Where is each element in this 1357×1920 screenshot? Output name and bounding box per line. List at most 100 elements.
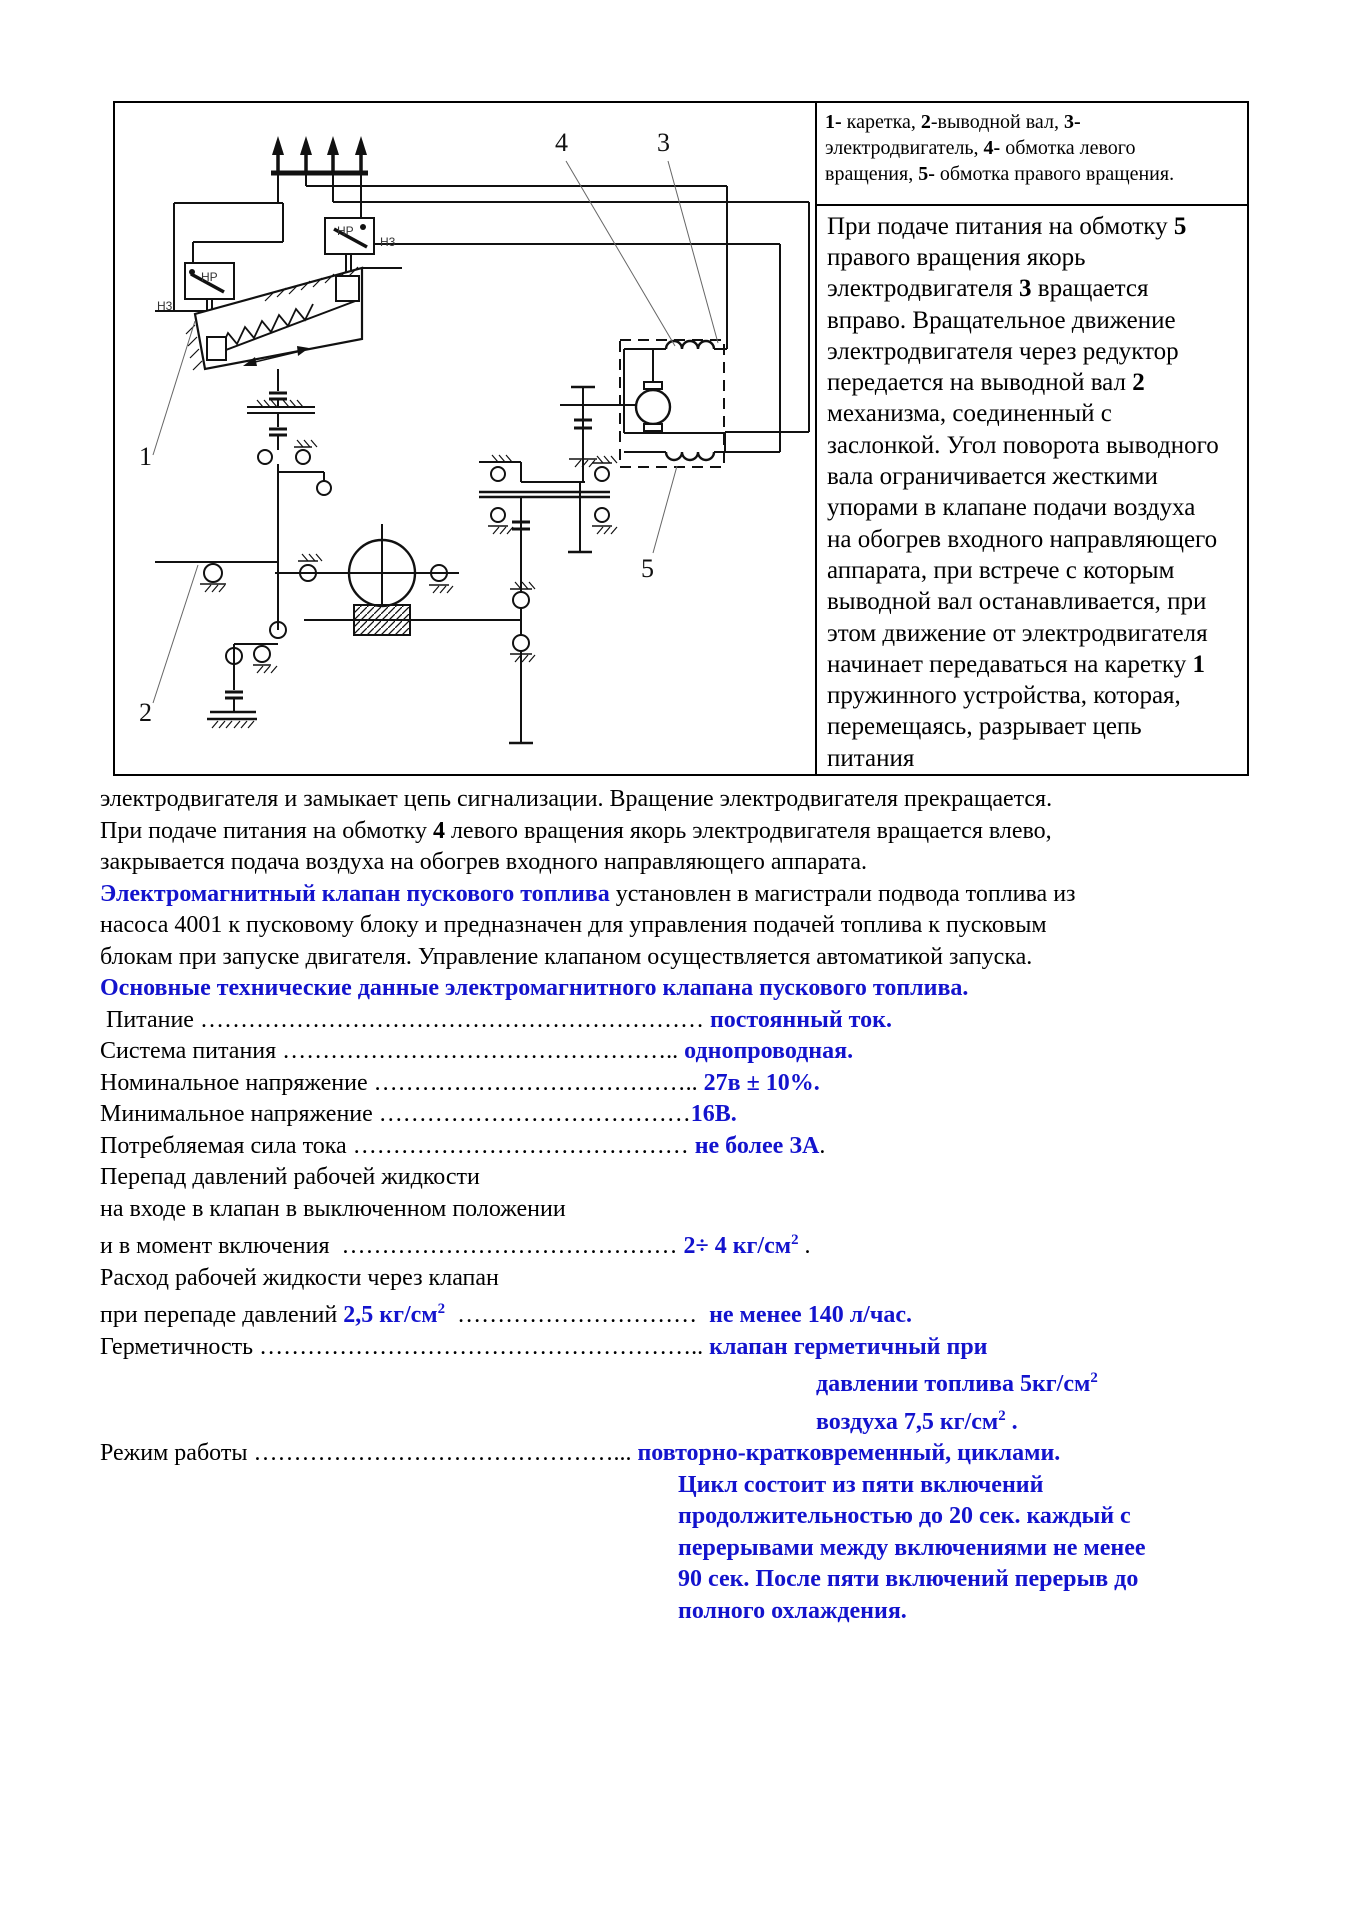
spec-line: Номинальное напряжение ………………………………….. 2… [100,1068,1310,1100]
callout-5: 5 [641,554,654,583]
callout-3: 3 [657,128,670,157]
text-run: не менее 140 л/час. [709,1302,913,1328]
text-run: вращается вправо. Вращательное движение … [827,275,1179,397]
figure-description: При подаче питания на обмотку 5 правого … [817,206,1247,774]
text-run: 27в ± 10%. [703,1069,820,1096]
spec-line: Перепад давлений рабочей жидкости [100,1162,1310,1194]
text-run: 4- [983,137,1001,159]
spec-line: Цикл состоит из пяти включений [100,1470,1310,1502]
text-run: 2 [998,1407,1006,1424]
text-run: повторно-кратковременный, циклами. [637,1440,1061,1466]
callout-1: 1 [139,442,152,471]
text-run: перерывами между включениями не менее [678,1534,1146,1561]
text-run: 1 [1192,650,1205,678]
text-run: 2 [791,1232,799,1248]
spec-line: давлении топлива 5кг/см2 [100,1363,1310,1401]
text-run: 3- [1063,111,1081,133]
text-run: при перепаде давлений [100,1302,344,1328]
callout-2: 2 [139,698,152,727]
text-run: полного охлаждения. [678,1597,907,1624]
spec-line: 90 сек. После пяти включений перерыв до [100,1564,1310,1596]
text-run: пружинного устройства, которая, перемеща… [827,682,1181,772]
text-run: не более ЗА [694,1132,820,1159]
text-run: однопроводная. [684,1038,854,1064]
text-run: на входе в клапан в выключенном положени… [100,1195,566,1222]
switch-label-hz-lower: Н3 [157,299,173,313]
body-text: электродвигателя и замыкает цепь сигнали… [100,784,1310,1627]
spring-carriage [185,266,402,371]
text-run: электродвигатель, [825,137,979,159]
text-run: 90 сек. После пяти включений перерыв до [678,1566,1139,1592]
spec-list: Питание ……………………………………………………… постоянный… [100,1005,1310,1628]
text-run: Цикл состоит из пяти включений [678,1471,1044,1498]
text-run: каретка, [841,111,921,133]
text-run: 2 [1090,1370,1098,1386]
wiring-lines [155,153,810,452]
text-run: Система питания ………………………………………….. [100,1038,685,1064]
text-run: давлении топлива 5кг/см [816,1371,1091,1397]
text-run: и в момент включения …………………………………… [100,1233,684,1259]
text-run: 3 [1019,275,1032,303]
text-run: Электромагнитный клапан пускового топлив… [100,880,610,907]
text-run: 2 [1132,369,1145,397]
switch-label-hz-upper: Н3 [380,235,396,249]
text-run: правого вращения якорь электродвигателя [827,243,1086,303]
switch-label-hp-lower: НР [201,270,218,284]
paragraph-rotation: электродвигателя и замыкает цепь сигнали… [100,784,1310,879]
text-run: левого вращения якорь электродвигателя в… [100,817,1052,876]
text-run: обмотка правого вращения. [934,163,1175,185]
spec-line: Минимальное напряжение …………………………………16В. [100,1099,1310,1131]
mechanism-diagram: НР Н3 НР Н3 [115,103,815,774]
text-run: 4 [432,817,445,844]
text-run: . [798,1233,811,1259]
right-shaft [509,496,536,745]
figure-text-column: 1- каретка, 2 -выводной вал, 3- электродв… [815,103,1247,774]
spec-line: на входе в клапан в выключенном положени… [100,1194,1310,1226]
text-run: . [819,1132,826,1159]
text-run: Расход рабочей жидкости через клапан [100,1264,499,1291]
text-run: -выводной вал, [930,111,1064,133]
main-gear-and-slider [275,524,521,636]
figure-caption: 1- каретка, 2-выводной вал, 3- электродв… [817,103,1247,206]
text-run: При подаче питания на обмотку [827,212,1174,240]
left-rotation-winding-icon [664,451,716,462]
text-run: Минимальное напряжение ………………………………… [100,1101,691,1127]
text-run: Режим работы ………………………………………... [100,1440,638,1466]
spec-line: Расход рабочей жидкости через клапан [100,1263,1310,1295]
right-rotation-winding-icon [664,339,716,350]
text-run: постоянный ток. [709,1006,892,1033]
callout-leaders [152,160,719,704]
spec-line: при перепаде давлений 2,5 кг/см2 …………………… [100,1294,1310,1332]
text-run: установлен в магистрали подвода топлива … [100,880,1076,970]
text-run: 1- [825,111,842,133]
output-shaft [155,561,278,593]
text-run: Потребляемая сила тока …………………………………… [100,1132,695,1159]
text-run: 5 [1173,212,1187,240]
text-run: Номинальное напряжение ………………………………….. [100,1069,704,1096]
spec-line: воздуха 7,5 кг/см2 . [100,1401,1310,1439]
electric-motor [619,339,780,468]
text-run: 2,5 кг/см [343,1302,438,1328]
spec-line: перерывами между включениями не менее [100,1533,1310,1565]
text-run: Герметичность ……………………………………………….. [100,1333,710,1360]
text-run: электродвигателя и замыкает цепь сигнали… [100,786,1053,844]
text-run: Перепад давлений рабочей жидкости [100,1164,480,1190]
kinematic-diagram-svg: НР Н3 НР Н3 [139,128,810,745]
text-run: обмотка левого вращения, [825,137,1136,185]
spec-line: полного охлаждения. [100,1596,1310,1628]
spec-line: Питание ……………………………………………………… постоянный… [100,1005,1310,1037]
spec-line: Система питания ………………………………………….. одноп… [100,1036,1310,1068]
text-run: Питание ……………………………………………………… [100,1006,710,1033]
specs-heading: Основные технические данные электромагни… [100,975,969,1001]
text-run: клапан герметичный при [709,1333,988,1360]
supply-arrows-icon [272,136,367,155]
text-run: 16В. [690,1101,737,1127]
text-run: продолжительностью до 20 сек. каждый с [678,1503,1131,1529]
text-run: . [1005,1408,1018,1435]
text-run: механизма, соединенный с заслонкой. Угол… [827,400,1219,678]
armature-icon [634,388,672,426]
spec-line: Потребляемая сила тока …………………………………… не… [100,1131,1310,1163]
text-run: 2÷ 4 кг/см [683,1233,792,1259]
text-run: 2 [437,1301,446,1317]
